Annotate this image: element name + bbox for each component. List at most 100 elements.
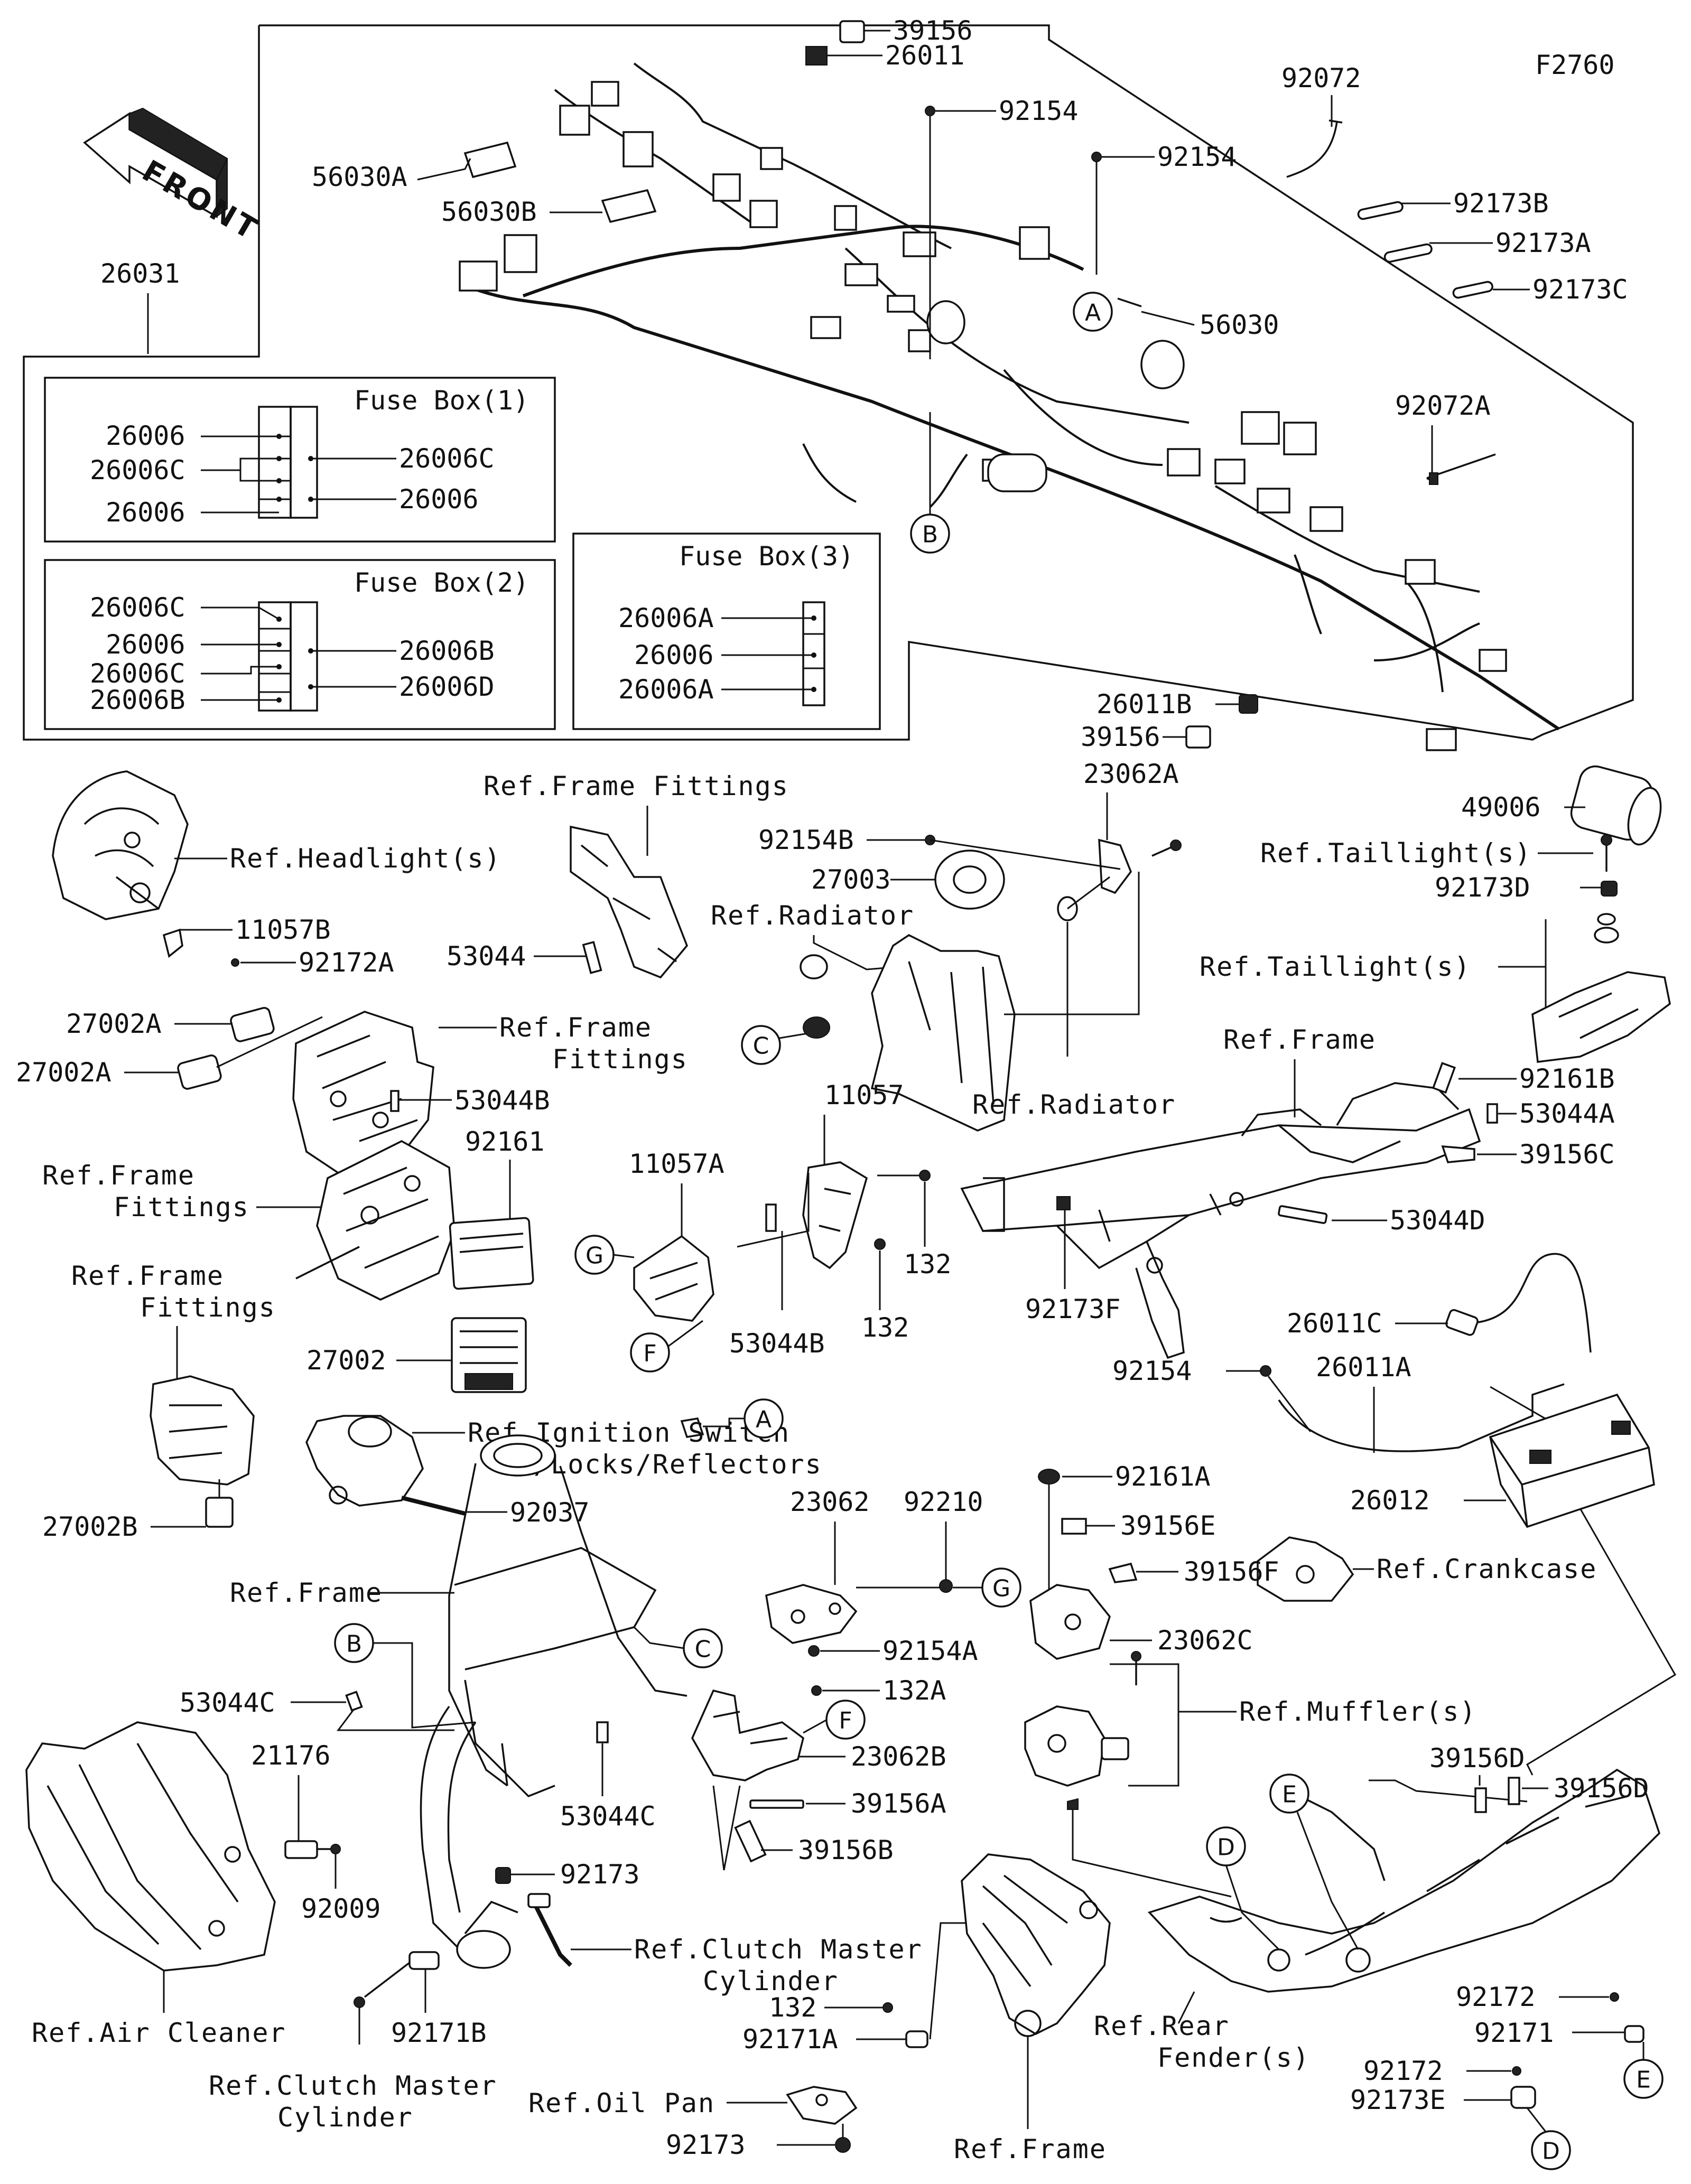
svg-text:49006: 49006 xyxy=(1461,792,1541,823)
svg-text:Ref.Radiator: Ref.Radiator xyxy=(711,900,914,931)
oil-pan-ref: Ref.Oil Pan xyxy=(528,2086,858,2125)
svg-text:132: 132 xyxy=(904,1249,951,1280)
part-92154-c: 92154 xyxy=(1112,1356,1312,1432)
svg-text:D: D xyxy=(1542,2138,1560,2165)
svg-text:92161A: 92161A xyxy=(1115,1461,1211,1492)
rear-fender-assembly: Ref.Rear Fender(s) xyxy=(1094,1768,1661,2073)
svg-text:26011C: 26011C xyxy=(1287,1308,1382,1339)
svg-text:G: G xyxy=(992,1575,1010,1602)
svg-text:92171: 92171 xyxy=(1474,2018,1554,2048)
svg-text:39156C: 39156C xyxy=(1519,1139,1615,1170)
svg-text:/Locks/Reflectors: /Locks/Reflectors xyxy=(534,1449,822,1480)
part-92173C: 92173C xyxy=(1452,274,1628,305)
frame-fittings-top: Ref.Frame Fittings xyxy=(484,771,789,979)
svg-text:21176: 21176 xyxy=(251,1740,331,1771)
part-92037: 92037 xyxy=(401,1496,590,1528)
svg-text:23062: 23062 xyxy=(790,1487,870,1517)
svg-text:56030: 56030 xyxy=(1200,310,1279,340)
svg-text:92172: 92172 xyxy=(1363,2056,1443,2086)
svg-text:27002A: 27002A xyxy=(16,1057,112,1088)
part-23062B: 23062B xyxy=(691,1689,946,1781)
part-27002A-2: 27002A xyxy=(16,1016,323,1090)
svg-text:Ref.Frame: Ref.Frame xyxy=(230,1578,383,1608)
clutch-master-ref-left: Ref.Clutch Master Cylinder xyxy=(209,2070,496,2133)
part-92161-ecu: 92161 xyxy=(449,1126,545,1290)
part-26011B: 26011B xyxy=(1097,689,1258,720)
svg-text:92173E: 92173E xyxy=(1350,2085,1446,2115)
callout-a-harness: A xyxy=(1073,292,1113,332)
frame-fittings-low: Ref.Frame Fittings 27002B xyxy=(42,1261,276,1542)
part-11057B: 11057B xyxy=(162,914,331,958)
part-92210: 92210 xyxy=(856,1487,983,1593)
part-26031: 26031 xyxy=(100,258,180,354)
svg-text:G: G xyxy=(586,1243,603,1270)
part-11057-bracket: 11057 xyxy=(802,1080,919,1270)
svg-text:92173: 92173 xyxy=(560,1859,640,1890)
main-wiring-harness xyxy=(459,62,1560,751)
callout-a-frame: A xyxy=(744,1398,784,1439)
callout-f-left: F xyxy=(630,1320,703,1373)
svg-text:A: A xyxy=(1085,300,1101,326)
callout-c-frame: C xyxy=(633,1626,723,1668)
svg-text:Cylinder: Cylinder xyxy=(277,2102,413,2133)
svg-text:92171B: 92171B xyxy=(391,2018,487,2048)
svg-text:132: 132 xyxy=(861,1312,909,1343)
clutch-master-ref-right: Ref.Clutch Master Cylinder xyxy=(527,1893,922,1996)
svg-text:39156D: 39156D xyxy=(1554,1773,1649,1804)
svg-text:Ref.Frame: Ref.Frame xyxy=(1223,1024,1376,1055)
svg-text:92173A: 92173A xyxy=(1495,228,1591,258)
harness-group-outline xyxy=(23,24,1634,741)
callout-d-fender: D xyxy=(1206,1826,1280,1950)
part-92173-frame: 92173 xyxy=(495,1859,640,1890)
part-92154A: 92154A xyxy=(808,1636,978,1666)
svg-text:92154: 92154 xyxy=(1157,142,1237,172)
svg-text:53044: 53044 xyxy=(447,941,526,972)
part-132-b: 132 xyxy=(861,1238,909,1343)
svg-text:27002: 27002 xyxy=(306,1345,386,1376)
svg-text:Fittings: Fittings xyxy=(140,1292,276,1323)
fuse-box-2-right-1: 26006B xyxy=(399,636,495,666)
part-92154-a: 92154 xyxy=(925,96,1079,359)
part-11057A-bracket: 11057A xyxy=(629,1149,810,1322)
svg-text:D: D xyxy=(1217,1834,1235,1861)
callout-d-bottom: D xyxy=(1526,2107,1571,2170)
svg-text:27002A: 27002A xyxy=(66,1009,162,1039)
part-53044C-b: 53044C xyxy=(560,1721,656,1832)
fuse-box-1-title: Fuse Box(1) xyxy=(354,385,529,416)
crankcase-ref: Ref.Crankcase xyxy=(1257,1536,1596,1602)
svg-text:92210: 92210 xyxy=(904,1487,983,1517)
svg-text:Ref.Air Cleaner: Ref.Air Cleaner xyxy=(32,2018,286,2048)
svg-text:Ref.Oil Pan: Ref.Oil Pan xyxy=(528,2088,715,2118)
headlight-assembly: Ref.Headlight(s) xyxy=(52,770,501,920)
fuse-box-3-left-1: 26006A xyxy=(618,603,714,633)
svg-text:26011B: 26011B xyxy=(1097,689,1192,720)
svg-text:E: E xyxy=(1282,1781,1297,1808)
svg-text:53044D: 53044D xyxy=(1390,1205,1485,1236)
part-39156F: 39156F xyxy=(1108,1556,1279,1587)
frame-fittings-ecu-lower: Ref.Frame Fittings xyxy=(42,1140,456,1301)
fuse-box-3: Fuse Box(3) 26006A 26006 26006A xyxy=(572,533,881,730)
svg-text:92173B: 92173B xyxy=(1453,188,1549,219)
svg-text:Ref.Frame: Ref.Frame xyxy=(499,1012,652,1043)
part-27003-horn: 27003 xyxy=(811,850,1005,910)
fuse-box-2-left-2: 26006 xyxy=(106,629,185,660)
part-92161A: 92161A xyxy=(1038,1461,1211,1622)
part-26011C-cable: 26011C xyxy=(1287,1253,1592,1353)
svg-text:C: C xyxy=(753,1033,769,1060)
svg-text:Cylinder: Cylinder xyxy=(703,1966,839,1996)
svg-text:53044C: 53044C xyxy=(180,1687,275,1718)
svg-text:Ref.Headlight(s): Ref.Headlight(s) xyxy=(230,843,501,874)
callout-b-frame: B xyxy=(334,1623,476,1729)
svg-text:39156D: 39156D xyxy=(1429,1743,1525,1774)
svg-text:92154A: 92154A xyxy=(882,1636,978,1666)
svg-text:F: F xyxy=(643,1340,656,1367)
svg-text:Ref.Frame Fittings: Ref.Frame Fittings xyxy=(484,771,789,801)
callout-f-frame: F xyxy=(803,1700,866,1740)
svg-text:39156E: 39156E xyxy=(1120,1510,1216,1541)
svg-text:92037: 92037 xyxy=(510,1497,590,1528)
fuse-box-1-left-3: 26006 xyxy=(106,497,185,528)
part-56030A: 56030A xyxy=(312,141,517,192)
callout-e-fender: E xyxy=(1269,1774,1359,1950)
svg-text:27003: 27003 xyxy=(811,864,891,895)
